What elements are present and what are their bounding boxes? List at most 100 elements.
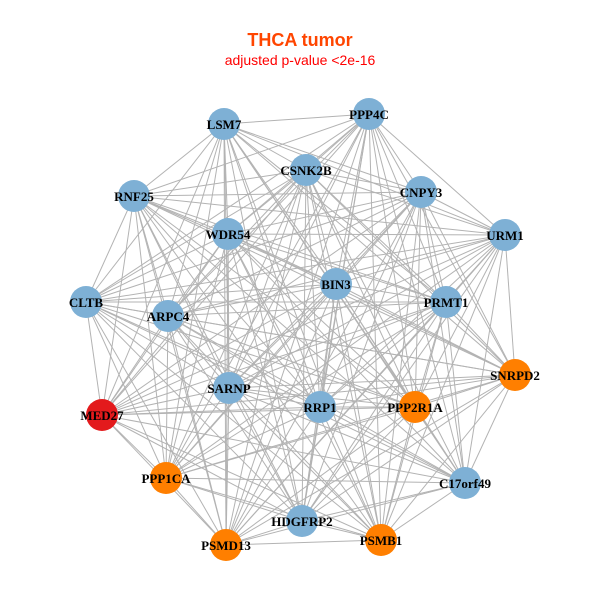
edge-CSNK2B-HDGFRP2 <box>301 169 307 522</box>
node-circle <box>430 286 462 318</box>
node-label: WDR54 <box>206 227 251 242</box>
edge-PRMT1-PSMD13 <box>225 301 447 546</box>
node-WDR54: WDR54 <box>206 218 251 250</box>
node-label: RNF25 <box>114 189 154 204</box>
edge-RNF25-SARNP <box>133 195 230 389</box>
node-label: RRP1 <box>303 400 336 415</box>
node-circle <box>449 467 481 499</box>
edge-URM1-BIN3 <box>335 234 506 285</box>
edge-RRP1-C17orf49 <box>319 406 466 484</box>
node-label: HDGFRP2 <box>271 514 332 529</box>
node-circle <box>320 268 352 300</box>
edge-CNPY3-PPP1CA <box>165 191 422 479</box>
node-label: PPP4C <box>349 107 389 122</box>
edge-CNPY3-PRMT1 <box>420 191 447 303</box>
edge-PPP2R1A-PPP1CA <box>165 406 416 479</box>
node-label: ARPC4 <box>147 309 190 324</box>
node-RNF25: RNF25 <box>114 180 154 212</box>
edges-layer <box>85 113 516 546</box>
edge-PPP2R1A-PSMD13 <box>225 406 416 546</box>
node-circle <box>86 399 118 431</box>
edge-SARNP-PSMB1 <box>228 387 382 541</box>
edge-PPP2R1A-HDGFRP2 <box>301 406 416 522</box>
edge-SNRPD2-PPP1CA <box>165 374 516 479</box>
edge-RNF25-PPP1CA <box>133 195 167 479</box>
edge-CSNK2B-SARNP <box>228 169 307 389</box>
edge-PPP4C-PPP2R1A <box>368 113 416 408</box>
edge-WDR54-PSMB1 <box>227 233 382 541</box>
node-ARPC4: ARPC4 <box>147 300 190 332</box>
node-label: CLTB <box>69 295 104 310</box>
node-label: URM1 <box>486 228 524 243</box>
edge-ARPC4-PRMT1 <box>167 301 447 317</box>
edge-PRMT1-SNRPD2 <box>445 301 516 376</box>
node-circle <box>213 372 245 404</box>
edge-BIN3-MED27 <box>101 283 337 416</box>
edge-SNRPD2-RRP1 <box>319 374 516 408</box>
edge-WDR54-C17orf49 <box>227 233 466 484</box>
node-circle <box>399 391 431 423</box>
edge-CLTB-PPP1CA <box>85 301 167 479</box>
edge-RRP1-HDGFRP2 <box>301 406 321 522</box>
node-LSM7: LSM7 <box>207 108 242 140</box>
edge-PPP1CA-C17orf49 <box>165 477 466 484</box>
edge-PRMT1-PPP1CA <box>165 301 447 479</box>
node-label: MED27 <box>80 408 124 423</box>
node-label: PPP2R1A <box>387 400 443 415</box>
edge-CSNK2B-RNF25 <box>133 169 307 197</box>
edge-BIN3-SARNP <box>228 283 337 389</box>
edge-CSNK2B-SNRPD2 <box>305 169 516 376</box>
edge-LSM7-CLTB <box>85 123 225 303</box>
edge-BIN3-PRMT1 <box>335 283 447 303</box>
edge-LSM7-PRMT1 <box>223 123 447 303</box>
edge-C17orf49-PSMB1 <box>380 482 466 541</box>
edge-URM1-HDGFRP2 <box>301 234 506 522</box>
edge-RRP1-PSMD13 <box>225 406 321 546</box>
edge-URM1-MED27 <box>101 234 506 416</box>
edge-PRMT1-RRP1 <box>319 301 447 408</box>
node-label: BIN3 <box>321 277 351 292</box>
edge-URM1-SARNP <box>228 234 506 389</box>
edge-URM1-RRP1 <box>319 234 506 408</box>
node-CSNK2B: CSNK2B <box>280 154 332 186</box>
node-RRP1: RRP1 <box>303 391 337 423</box>
node-MED27: MED27 <box>80 399 124 431</box>
edge-LSM7-CNPY3 <box>223 123 422 193</box>
edge-MED27-C17orf49 <box>101 414 466 484</box>
edge-WDR54-CLTB <box>85 233 229 303</box>
edge-MED27-PSMB1 <box>101 414 382 541</box>
edge-RNF25-CLTB <box>85 195 135 303</box>
edge-SNRPD2-MED27 <box>101 374 516 416</box>
node-circle <box>353 98 385 130</box>
edge-BIN3-ARPC4 <box>167 283 337 317</box>
edge-CLTB-MED27 <box>85 301 103 416</box>
edge-WDR54-PPP1CA <box>165 233 229 479</box>
node-circle <box>499 359 531 391</box>
node-CNPY3: CNPY3 <box>400 176 443 208</box>
node-label: PRMT1 <box>424 295 469 310</box>
edge-PPP4C-SARNP <box>228 113 370 389</box>
edge-ARPC4-RRP1 <box>167 315 321 408</box>
edge-PPP1CA-HDGFRP2 <box>165 477 303 522</box>
edge-WDR54-SNRPD2 <box>227 233 516 376</box>
edge-CSNK2B-WDR54 <box>227 169 307 235</box>
edge-PPP4C-SNRPD2 <box>368 113 516 376</box>
edge-BIN3-PSMB1 <box>335 283 382 541</box>
edge-WDR54-HDGFRP2 <box>227 233 303 522</box>
figure-title: THCA tumor <box>247 30 353 50</box>
edge-LSM7-MED27 <box>101 123 225 416</box>
edge-BIN3-SNRPD2 <box>335 283 516 376</box>
node-circle <box>150 462 182 494</box>
figure-subtitle: adjusted p-value <2e-16 <box>224 52 376 68</box>
edge-RRP1-PSMB1 <box>319 406 382 541</box>
edge-CNPY3-WDR54 <box>227 191 422 235</box>
edge-RNF25-URM1 <box>133 195 506 236</box>
edge-CSNK2B-PPP1CA <box>165 169 307 479</box>
node-circle <box>304 391 336 423</box>
edge-CSNK2B-CLTB <box>85 169 307 303</box>
edge-PPP4C-RNF25 <box>133 113 370 197</box>
edge-ARPC4-PPP2R1A <box>167 315 416 408</box>
node-circle <box>70 286 102 318</box>
